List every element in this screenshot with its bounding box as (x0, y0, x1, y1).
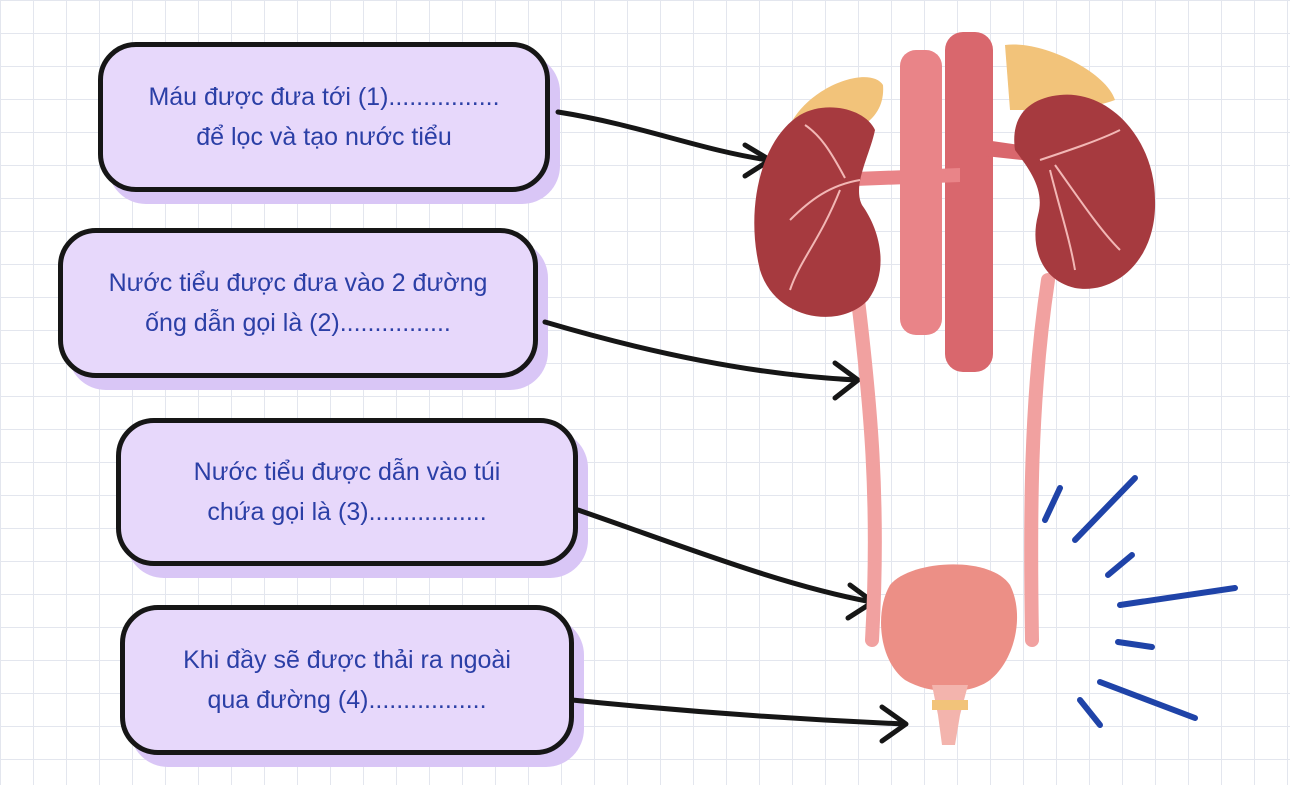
arrow-1 (558, 112, 770, 176)
sphincter (932, 700, 968, 710)
arrow-3 (578, 510, 873, 618)
kidney-right (1014, 95, 1155, 289)
urethra (932, 685, 968, 745)
kidney-left (754, 107, 880, 317)
arrow-4 (572, 700, 906, 741)
accent-lines (1045, 478, 1235, 725)
bladder (881, 564, 1017, 691)
arrow-2 (545, 322, 858, 398)
